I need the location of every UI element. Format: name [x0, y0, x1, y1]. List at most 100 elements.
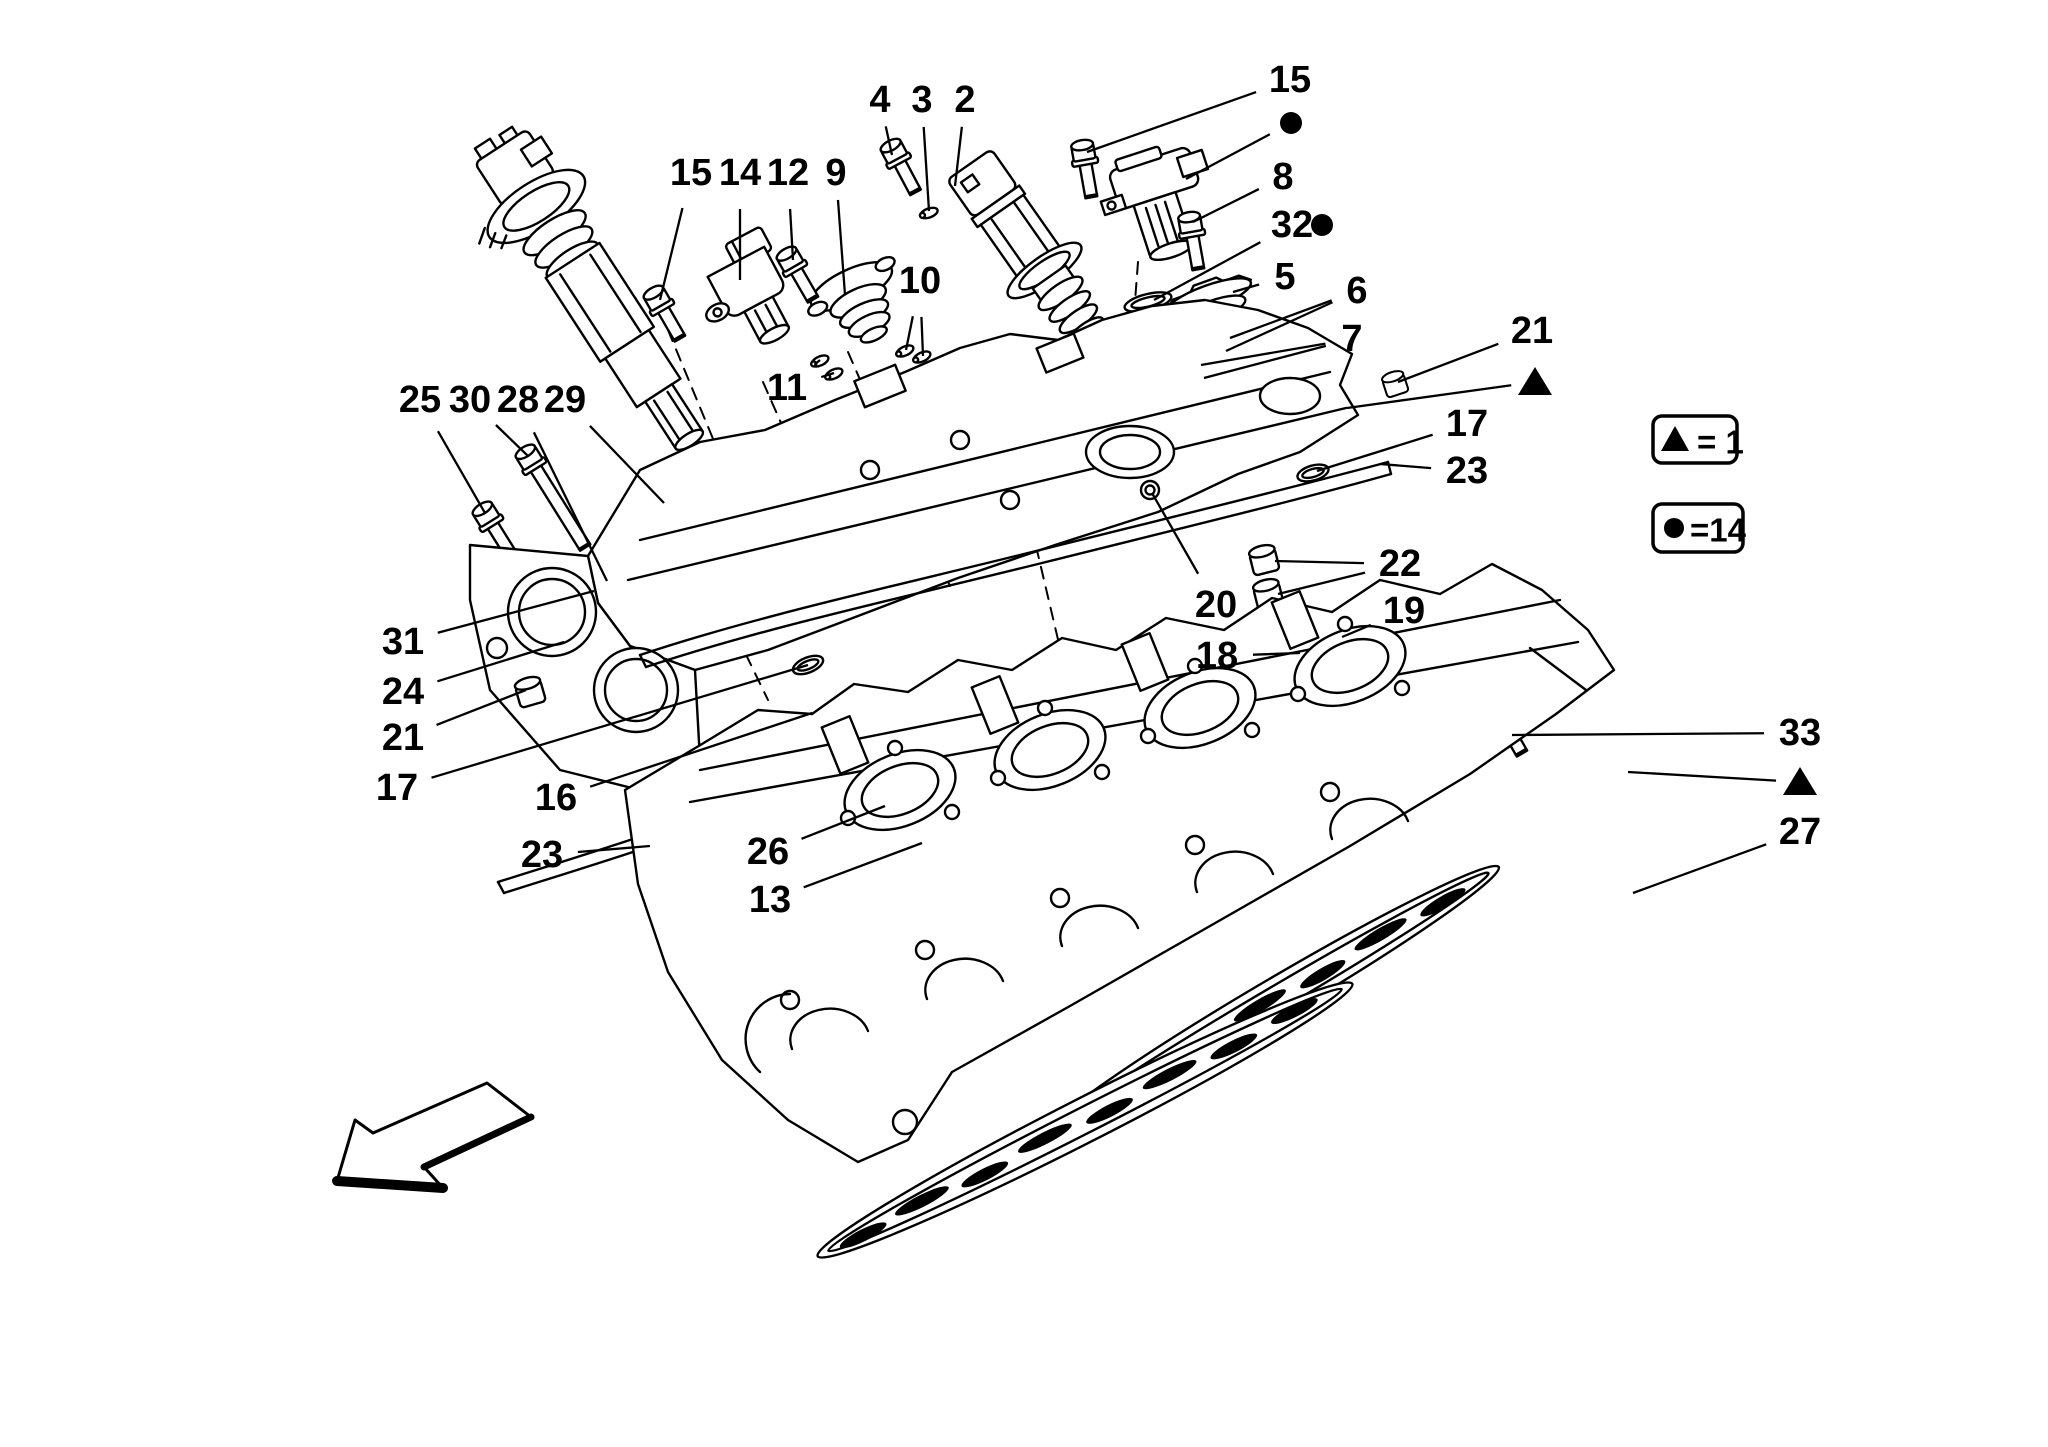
sensor-flange-drawing [807, 255, 896, 344]
callout-label-13-35: 13 [749, 879, 791, 921]
callout-label-15-3: 15 [1269, 59, 1311, 101]
stud-nut-drawing-20 [1139, 479, 1161, 501]
cam-sensor-elbow-drawing [1099, 145, 1210, 261]
callout-label-24-29: 24 [382, 671, 424, 713]
callout-label-9-21: 9 [825, 152, 846, 194]
dot-icon [1664, 518, 1684, 538]
callout-label-11-23: 11 [767, 367, 807, 409]
callout-label-28-26: 28 [497, 379, 539, 421]
callout-label-8-4: 8 [1272, 156, 1293, 198]
leader-line [1200, 342, 1326, 367]
triangle-icon [1518, 367, 1552, 395]
legend-dot-text: =14 [1690, 512, 1747, 549]
leader-line [589, 425, 665, 504]
callout-label-30-25: 30 [449, 379, 491, 421]
leader-line [436, 430, 486, 514]
leader-line [1153, 241, 1261, 302]
leader-line [436, 688, 527, 726]
leader-line [1346, 384, 1512, 410]
leader-line [1232, 283, 1260, 294]
legend: = 1 =14 [1651, 414, 1747, 554]
callout-label-22-12: 22 [1379, 543, 1421, 585]
leader-line [1252, 651, 1301, 656]
triangle-icon [1783, 767, 1817, 795]
callout-label-2-2: 2 [954, 79, 975, 121]
callout-label-29-27: 29 [544, 379, 586, 421]
callout-label-10-22: 10 [899, 260, 941, 302]
callout-label-21-9: 21 [1511, 310, 1553, 352]
oval-seal-right-drawing [1296, 463, 1330, 483]
leader-line [1511, 732, 1765, 737]
leader-line [437, 640, 565, 683]
leader-line [904, 316, 914, 351]
leader-line [884, 126, 894, 156]
callout-label-20-14: 20 [1195, 584, 1237, 626]
callout-label-21-30: 21 [382, 717, 424, 759]
callout-label-17-10: 17 [1446, 403, 1488, 445]
leader-line [801, 804, 886, 840]
callout-label-7-8: 7 [1341, 318, 1362, 360]
leader-line [431, 663, 809, 779]
leader-line [1627, 770, 1777, 782]
dot-icon [1280, 112, 1302, 134]
leader-line [658, 207, 684, 301]
cylinder-head-drawing [623, 562, 1616, 1164]
callout-label-16-32: 16 [535, 777, 577, 819]
leader-line [1316, 433, 1433, 473]
callout-label-19-13: 19 [1383, 590, 1425, 632]
cam-cover-drawing [586, 298, 1360, 672]
leader-line [1203, 344, 1327, 380]
bolt-drawing-30 [510, 439, 598, 556]
leader-line [922, 126, 931, 212]
head-gasket-drawing [816, 864, 1501, 1259]
leader-line [813, 359, 821, 366]
leader-line [836, 199, 847, 296]
leader-line [1277, 571, 1366, 596]
leader-line [1397, 342, 1499, 384]
callout-label-4-0: 4 [869, 79, 890, 121]
callout-label-27-17: 27 [1779, 811, 1821, 853]
leader-line [532, 431, 609, 582]
callout-label-31-28: 31 [382, 621, 424, 663]
callout-label-5-6: 5 [1274, 256, 1295, 298]
leader-line [1185, 133, 1271, 181]
cap-drawing-21r [1379, 367, 1410, 399]
callout-label-15-18: 15 [670, 152, 712, 194]
callout-label-3-1: 3 [911, 79, 932, 121]
dot-icon [1311, 214, 1333, 236]
legend-triangle-text: = 1 [1697, 424, 1744, 461]
leader-line [1341, 623, 1372, 639]
bolt-drawing-12 [771, 241, 826, 308]
bolt-drawing-4 [875, 133, 929, 200]
direction-arrow [332, 1081, 535, 1193]
callout-label-33-16: 33 [1779, 712, 1821, 754]
leader-line [1229, 299, 1333, 340]
callout-label-17-31: 17 [376, 767, 418, 809]
leader-line [953, 126, 964, 187]
leader-line [1632, 843, 1767, 895]
callout-label-18-15: 18 [1196, 635, 1238, 677]
leader-line [1274, 559, 1365, 565]
leader-line [577, 844, 651, 854]
vvt-solenoid-drawing [948, 150, 1107, 351]
leader-line [1151, 492, 1200, 575]
callout-label-26-34: 26 [747, 831, 789, 873]
legend-triangle-box: = 1 [1651, 414, 1744, 465]
callout-label-12-20: 12 [767, 152, 809, 194]
leader-line [495, 424, 529, 457]
ignition-coil-drawing [473, 125, 705, 452]
callout-label-23-33: 23 [521, 834, 563, 876]
callout-label-32-5: 32 [1271, 204, 1313, 246]
leader-line [788, 208, 795, 261]
leader-line [1192, 188, 1260, 224]
callout-label-14-19: 14 [719, 152, 761, 194]
leader-line [920, 316, 925, 357]
clip-drawing-10a [893, 341, 917, 361]
leader-line [820, 371, 835, 379]
callout-label-23-11: 23 [1446, 450, 1488, 492]
camshaft-sensor-drawing [705, 226, 791, 345]
cap-drawing-22a [1246, 541, 1281, 577]
